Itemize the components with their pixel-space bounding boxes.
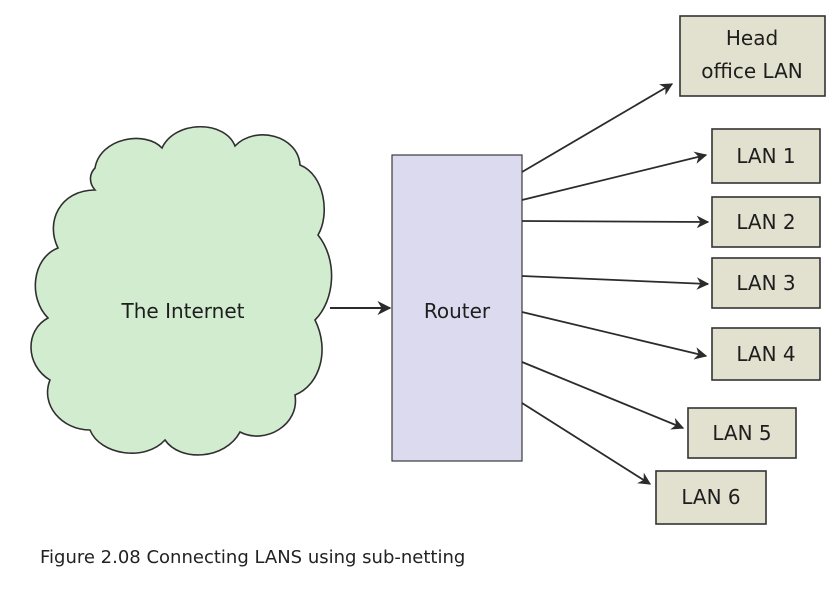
router: Router [391,154,523,462]
head-office-label-line2: office LAN [701,59,802,83]
lan-3-label: LAN 3 [736,271,795,295]
lan-6-label: LAN 6 [681,485,740,509]
lan-3-box [711,257,821,309]
arrow-to-lan-3 [521,275,710,290]
lan-5-box [687,407,797,459]
cloud-label: The Internet [121,299,245,323]
arrow-to-head-office [521,83,674,173]
lan-4-label: LAN 4 [736,342,795,366]
lan-5-label: LAN 5 [712,421,771,445]
lan-2: LAN 2 [711,196,821,248]
arrow-to-lan-4 [521,311,708,360]
lan-1-label: LAN 1 [736,144,795,168]
lan-5: LAN 5 [687,407,797,459]
lan-6: LAN 6 [655,470,767,525]
arrow-to-lan-2 [521,215,710,229]
lan-1-box [711,128,821,184]
head-office-label-line1: Head [726,26,778,50]
arrow-to-lan-6 [521,402,652,485]
router-label: Router [424,299,491,323]
arrow-to-lan-5 [521,361,685,430]
figure-caption: Figure 2.08 Connecting LANS using sub-ne… [40,547,466,568]
lan-4-box [711,327,821,381]
lan-3: LAN 3 [711,257,821,309]
arrow-to-lan-1 [521,151,708,201]
lan-1: LAN 1 [711,128,821,184]
head-office-lan-box [679,15,826,97]
lan-4: LAN 4 [711,327,821,381]
lan-6-box [655,470,767,525]
cloud-shape [30,126,333,456]
lan-2-box [711,196,821,248]
internet-cloud: The Internet [30,126,333,456]
router-arrows [521,83,710,485]
head-office-lan: Head office LAN [679,15,826,97]
lan-2-label: LAN 2 [736,210,795,234]
router-box [391,154,523,462]
